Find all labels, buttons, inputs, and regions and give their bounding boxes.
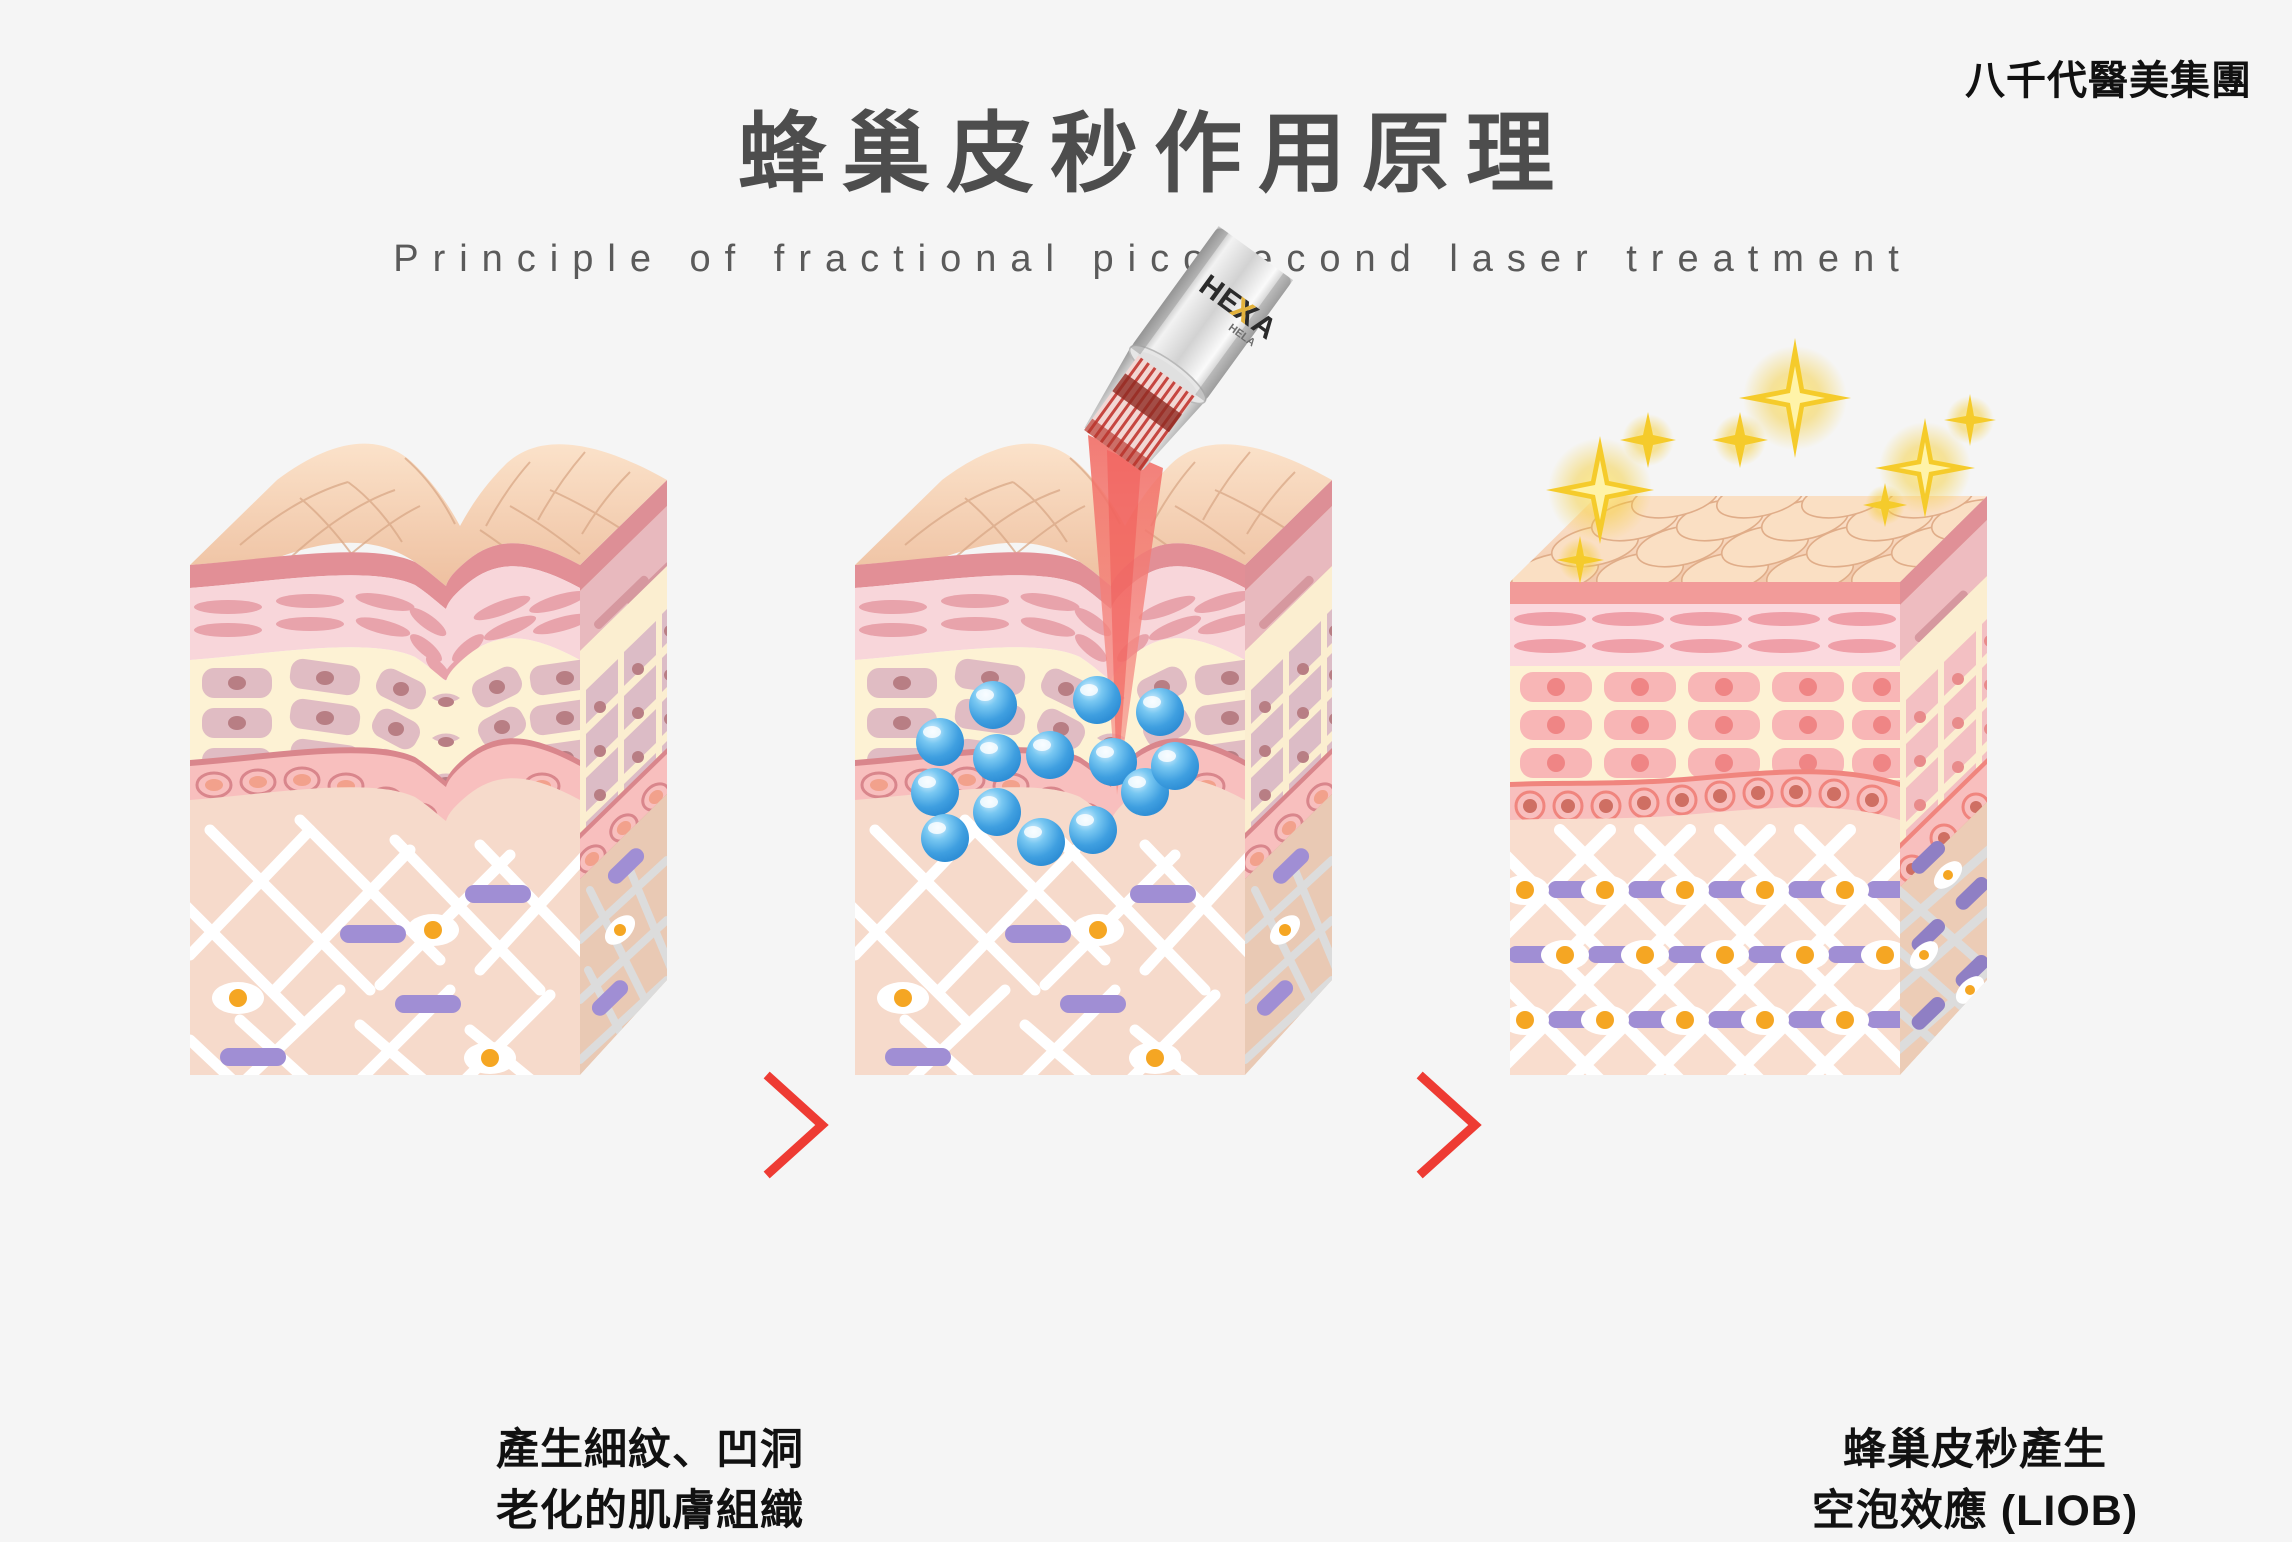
arrow-step-1-to-2 — [762, 1070, 832, 1180]
vacuole-bubble — [973, 788, 1021, 836]
vacuole-bubble — [1073, 676, 1121, 724]
panel-aging-skin: 產生細紋、凹洞 老化的肌膚組織 — [180, 330, 803, 1535]
laser-handpiece[interactable]: HEXA HELA X — [1075, 226, 1305, 487]
page-subtitle: Principle of fractional picosecond laser… — [393, 238, 1913, 280]
chevron-right-icon — [1416, 1071, 1482, 1179]
sparkle-icon — [1712, 412, 1768, 468]
sparkle-icon — [1546, 436, 1654, 544]
brand-logo: 八千代醫美集團 — [1965, 58, 2252, 103]
caption-line: 老化的肌膚組織 — [496, 1487, 804, 1536]
sparkle-icon — [1620, 412, 1676, 468]
caption-line: 蜂巢皮秒產生 — [1843, 1426, 2107, 1474]
elastin-fibres — [220, 885, 531, 1066]
sparkle-icon — [1944, 394, 1996, 446]
stratum-corneum-band — [190, 543, 580, 609]
fibroblast-cells — [877, 914, 1181, 1074]
infographic-page: 八千代醫美集團 蜂巢皮秒作用原理 Principle of fractional… — [0, 58, 2292, 1535]
vacuole-bubble — [973, 734, 1021, 782]
granular-layer — [1510, 604, 1900, 666]
vacuole-bubble — [969, 681, 1017, 729]
fibroblast-cells-ordered — [1510, 875, 1900, 1035]
sparkle-icon — [1556, 536, 1604, 584]
vacuole-bubble — [1089, 738, 1137, 786]
caption-line: 空泡效應 (LIOB) — [1811, 1487, 2139, 1536]
panel-caption-aging: 產生細紋、凹洞 老化的肌膚組織 — [300, 1420, 1000, 1542]
basal-layer — [1510, 769, 1900, 830]
granular-layer — [190, 566, 580, 681]
panel-collagen-regenerated: 刺激膠原蛋白增生 恢復年輕肌膚 — [1500, 330, 2080, 1130]
vacuole-bubble — [1151, 742, 1199, 790]
arrow-step-2-to-3 — [1415, 1070, 1485, 1180]
fibroblast-cells — [212, 914, 516, 1074]
block-side-face — [1245, 480, 1332, 1075]
sparkle-icon — [1863, 483, 1907, 527]
skin-block-liob: HEXA HELA X — [855, 226, 1332, 1075]
vacuole-bubble — [911, 768, 959, 816]
panel-picosecond-liob: HEXA HELA X — [845, 226, 2137, 1535]
vacuole-bubbles — [911, 676, 1199, 866]
dermis-layer — [1510, 807, 1900, 1075]
sparkle-icon — [1875, 418, 1975, 518]
skin-block-aging — [190, 443, 667, 1075]
vacuole-bubble — [1069, 806, 1117, 854]
block-side-face — [580, 480, 667, 1075]
vacuole-bubble — [1136, 688, 1184, 736]
page-title: 蜂巢皮秒作用原理 — [737, 104, 1570, 203]
sparkle-icon — [1739, 338, 1851, 458]
dermis-layer — [190, 778, 580, 1075]
vacuole-bubble — [916, 718, 964, 766]
epidermis-surface — [190, 443, 667, 586]
chevron-right-icon — [763, 1071, 829, 1179]
vacuole-bubble — [1017, 818, 1065, 866]
panel-row: 產生細紋、凹洞 老化的肌膚組織 — [0, 226, 2292, 1535]
panel-caption-liob: 蜂巢皮秒產生 空泡效應 (LIOB) — [1625, 1420, 2292, 1542]
caption-line: 產生細紋、凹洞 — [496, 1426, 804, 1474]
stratum-corneum-band — [1510, 582, 1900, 604]
vacuole-bubble — [921, 814, 969, 862]
vacuole-bubble — [1026, 731, 1074, 779]
sparkle-group — [1546, 338, 1996, 584]
elastin-fibres — [885, 885, 1196, 1066]
skin-block-rejuvenated — [1510, 338, 1996, 1075]
block-side-face — [1900, 496, 1987, 1075]
